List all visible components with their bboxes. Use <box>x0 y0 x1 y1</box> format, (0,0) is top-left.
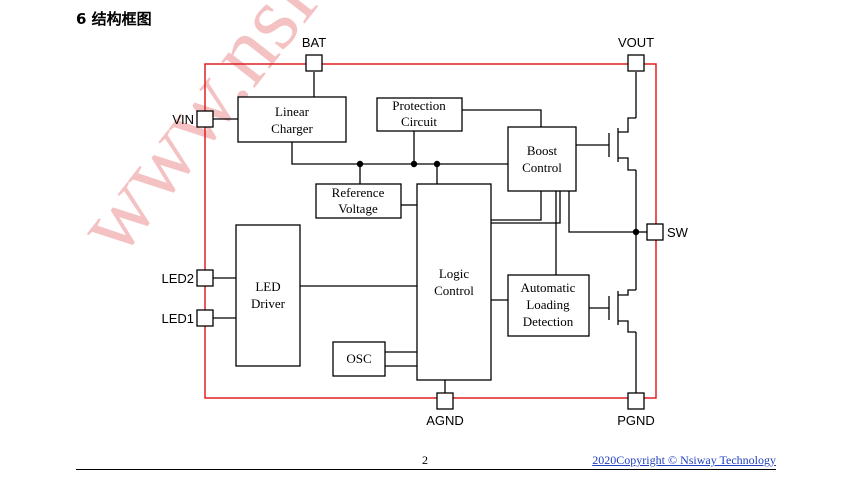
logic-control-block <box>416 183 492 381</box>
protection-circuit-block <box>376 97 463 132</box>
protection-label-1: Protection <box>392 98 446 113</box>
linear-charger-label-1: Linear <box>275 104 310 119</box>
reference-label-1: Reference <box>332 185 385 200</box>
boost-label-2: Control <box>522 160 562 175</box>
page-number: 2 <box>422 453 428 467</box>
pin-label-led2: LED2 <box>161 271 194 286</box>
logic-label-2: Control <box>434 283 474 298</box>
boost-control-block <box>507 126 577 192</box>
pin-label-vin: VIN <box>172 112 194 127</box>
pin-led2 <box>196 269 214 287</box>
reference-voltage-block <box>315 183 402 219</box>
automatic-loading-detection-block <box>507 274 590 337</box>
section-title: 6 结构框图 <box>76 10 152 28</box>
pin-pgnd <box>627 392 645 410</box>
led-driver-label-2: Driver <box>251 296 286 311</box>
pin-bat <box>305 54 323 72</box>
reference-label-2: Voltage <box>338 201 378 216</box>
auto-loading-label-1: Automatic <box>521 280 576 295</box>
pin-label-bat: BAT <box>302 35 326 50</box>
pin-vout <box>627 54 645 72</box>
boost-label-1: Boost <box>527 143 558 158</box>
protection-label-2: Circuit <box>401 114 437 129</box>
pin-agnd <box>436 392 454 410</box>
pin-label-sw: SW <box>667 225 689 240</box>
led-driver-label-1: LED <box>255 279 280 294</box>
auto-loading-label-2: Loading <box>526 297 570 312</box>
led-driver-block <box>235 224 301 367</box>
pin-vin <box>196 110 214 128</box>
copyright-link[interactable]: 2020Copyright © Nsiway Technology <box>592 453 776 467</box>
osc-block <box>332 341 386 377</box>
pin-label-led1: LED1 <box>161 311 194 326</box>
pin-pads <box>196 54 664 410</box>
osc-label: OSC <box>346 351 371 366</box>
auto-loading-label-3: Detection <box>523 314 574 329</box>
footer-divider <box>76 469 776 470</box>
pin-label-agnd: AGND <box>426 413 464 428</box>
pin-sw <box>646 223 664 241</box>
pin-label-vout: VOUT <box>618 35 654 50</box>
junction-dots <box>356 160 640 236</box>
pin-led1 <box>196 309 214 327</box>
pin-label-pgnd: PGND <box>617 413 655 428</box>
linear-charger-block <box>237 96 347 143</box>
logic-label-1: Logic <box>439 266 470 281</box>
wires <box>213 72 647 393</box>
linear-charger-label-2: Charger <box>271 121 313 136</box>
